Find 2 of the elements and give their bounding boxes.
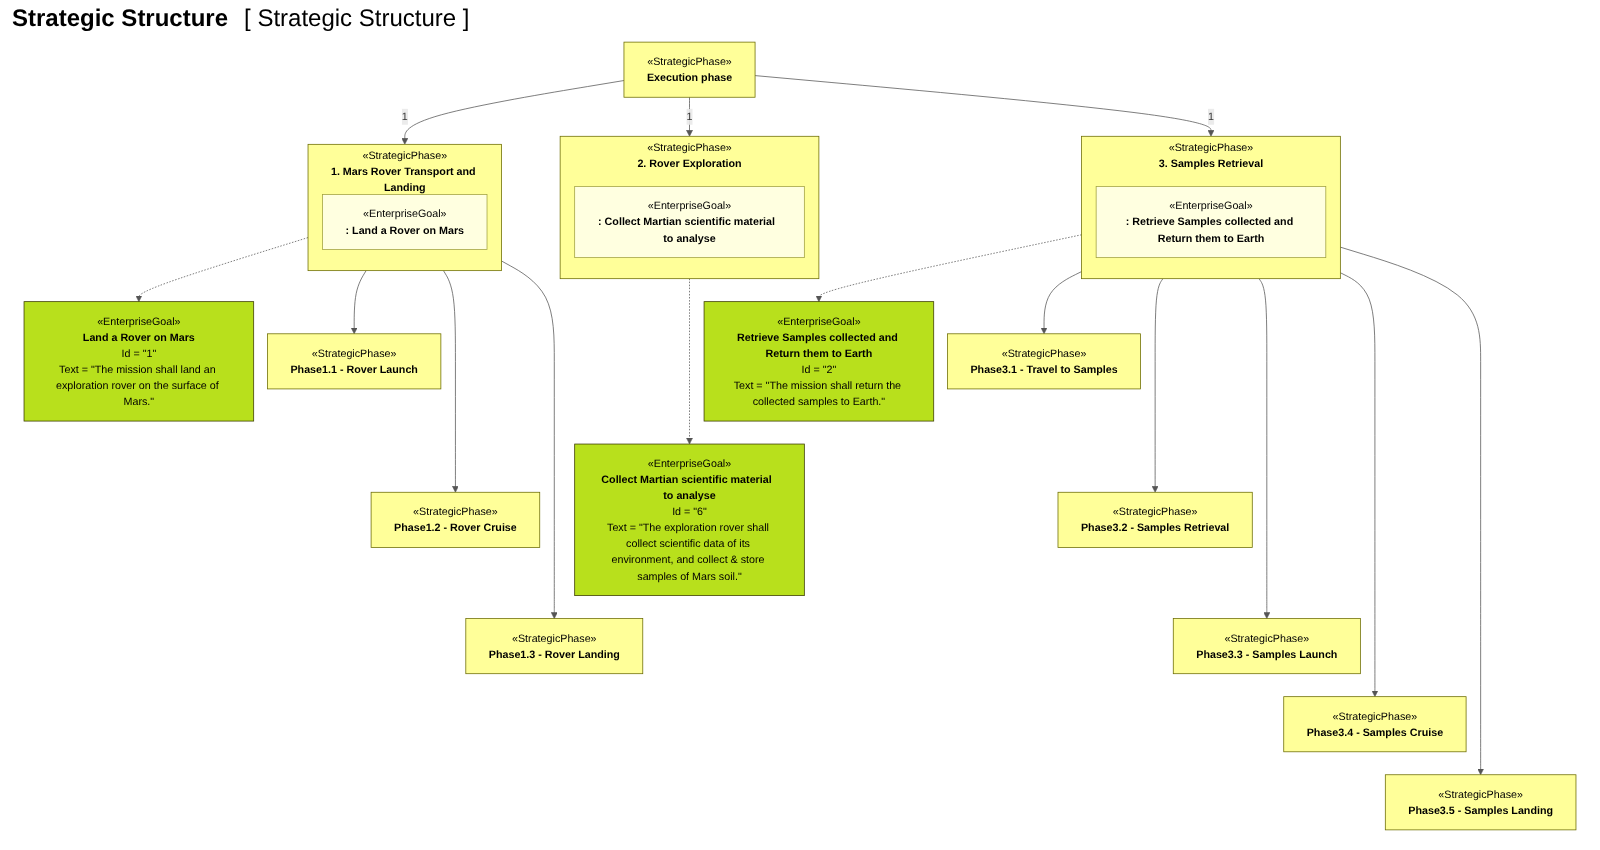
frame-title: Strategic Structure [12,4,229,32]
diagram-name-label: [ Strategic Structure ] [244,4,470,32]
